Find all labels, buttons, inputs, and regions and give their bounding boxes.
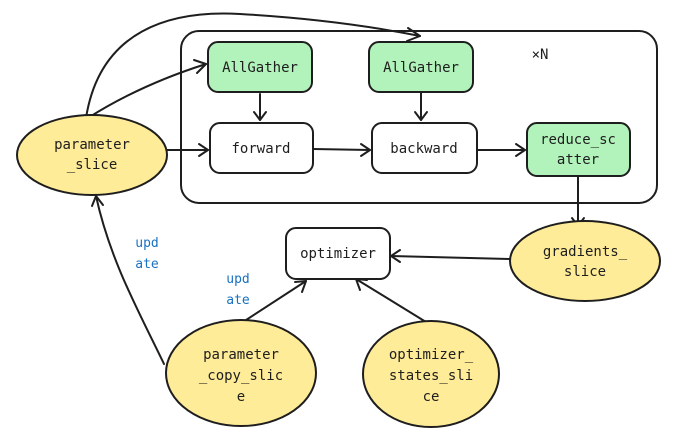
- node-label: backward: [390, 141, 457, 157]
- node-optimizer[interactable]: optimizer: [285, 227, 391, 280]
- arrowhead: [198, 143, 209, 157]
- node-label-line-1: parameter: [203, 347, 279, 363]
- arrowhead: [360, 143, 371, 157]
- node-label: AllGather: [383, 60, 459, 76]
- node-label-line-1: parameter: [54, 137, 130, 153]
- node-label-line-2: _copy_slic: [199, 368, 283, 384]
- edge-param-to-allgather1: [87, 63, 207, 119]
- node-label-line-1: gradients_: [543, 244, 628, 260]
- edge-label-update-left: upd ate: [135, 236, 159, 272]
- node-gradients-slice[interactable]: gradients_ slice: [509, 220, 661, 302]
- node-forward[interactable]: forward: [209, 122, 314, 174]
- node-label-line-3: ce: [423, 389, 440, 405]
- node-allgather-2[interactable]: AllGather: [368, 41, 474, 93]
- node-allgather-1[interactable]: AllGather: [207, 41, 313, 93]
- node-label-line-1: optimizer_: [389, 347, 474, 363]
- edge-optstates-to-optimizer: [355, 278, 427, 323]
- arrowhead: [515, 143, 526, 157]
- node-label: forward: [231, 141, 290, 157]
- repeat-count-label: ×N: [532, 47, 549, 63]
- arrowhead: [406, 27, 421, 42]
- arrowhead: [414, 111, 428, 121]
- edge-label-line-2: ate: [226, 293, 250, 308]
- arrowhead: [253, 111, 267, 121]
- node-label-line-2: _slice: [67, 157, 118, 173]
- arrowhead: [193, 59, 207, 74]
- edge-label-line-1: upd: [135, 236, 158, 251]
- node-label: AllGather: [222, 60, 298, 76]
- edge-label-update-right: upd ate: [226, 272, 250, 308]
- edge-paramcopy-to-param: [95, 195, 165, 365]
- node-label: optimizer: [300, 246, 376, 262]
- arrowhead: [91, 195, 104, 207]
- edge-label-line-2: ate: [135, 257, 159, 272]
- node-label-line-1: reduce_sc: [540, 132, 616, 148]
- node-parameter-copy-slice[interactable]: parameter _copy_slic e: [165, 319, 317, 427]
- node-parameter-slice[interactable]: parameter _slice: [16, 114, 168, 196]
- node-reduce-scatter[interactable]: reduce_sc atter: [526, 122, 631, 177]
- edge-gradients-to-optimizer: [390, 255, 511, 260]
- node-label-line-2: states_sli: [389, 368, 473, 384]
- edge-forward-to-backward: [312, 148, 371, 151]
- edge-label-line-1: upd: [226, 272, 249, 287]
- edge-paramcopy-to-optimizer: [242, 280, 307, 323]
- node-label-line-2: atter: [557, 152, 599, 168]
- node-label-line-2: slice: [564, 264, 606, 280]
- edges: [85, 12, 585, 365]
- edge-param-to-allgather2: [85, 12, 421, 119]
- loop-container: [180, 30, 658, 204]
- arrowhead: [294, 280, 307, 293]
- node-optimizer-states-slice[interactable]: optimizer_ states_sli ce: [362, 320, 500, 428]
- node-backward[interactable]: backward: [371, 122, 478, 174]
- node-label-line-3: e: [237, 389, 245, 405]
